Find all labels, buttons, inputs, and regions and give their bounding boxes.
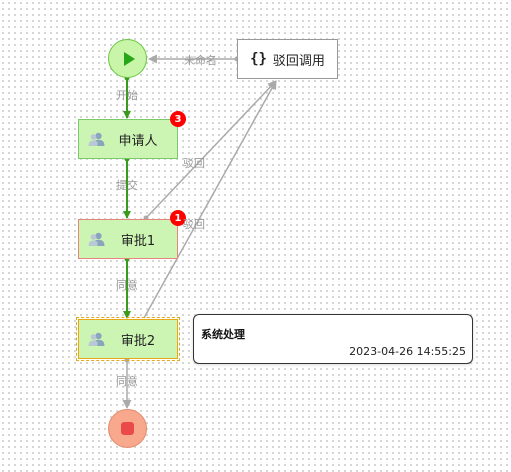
users-icon — [88, 232, 105, 246]
users-icon — [88, 332, 105, 346]
end-node[interactable] — [108, 409, 147, 448]
count-badge: 3 — [170, 111, 186, 127]
task-label: 审批1 — [120, 233, 156, 249]
edge-label-unnamed: 未命名 — [184, 54, 217, 67]
reject-service-label: 驳回调用 — [272, 53, 325, 69]
edge-label-agree-2: 同意 — [116, 375, 138, 388]
play-icon — [123, 51, 135, 66]
braces-icon: {} — [250, 51, 267, 67]
edge-label-start: 开始 — [116, 89, 138, 102]
task-node-approve2[interactable]: 审批2 — [76, 317, 180, 361]
task-label: 申请人 — [118, 133, 158, 149]
edge-label-reject-1: 驳回 — [183, 157, 205, 170]
edge-reject-from-approve2[interactable] — [143, 80, 277, 319]
task-node-applicant[interactable]: 申请人 — [78, 119, 178, 159]
tooltip-popup: 系统处理 2023-04-26 14:55:25 — [193, 314, 473, 364]
reject-service-node[interactable]: {} 驳回调用 — [237, 39, 338, 79]
users-icon — [88, 132, 105, 146]
task-label: 审批2 — [120, 333, 156, 349]
edge-label-submit: 提交 — [116, 179, 138, 192]
popup-title: 系统处理 — [201, 328, 245, 341]
stop-icon — [121, 422, 134, 435]
task-node-approve1[interactable]: 审批1 — [78, 219, 178, 259]
edge-reject-from-approve1[interactable] — [145, 80, 277, 219]
edge-label-agree-1: 同意 — [116, 279, 138, 292]
count-badge: 1 — [170, 210, 186, 226]
start-node[interactable] — [108, 39, 147, 78]
edge-label-reject-2: 驳回 — [183, 218, 205, 231]
popup-timestamp: 2023-04-26 14:55:25 — [349, 345, 466, 358]
